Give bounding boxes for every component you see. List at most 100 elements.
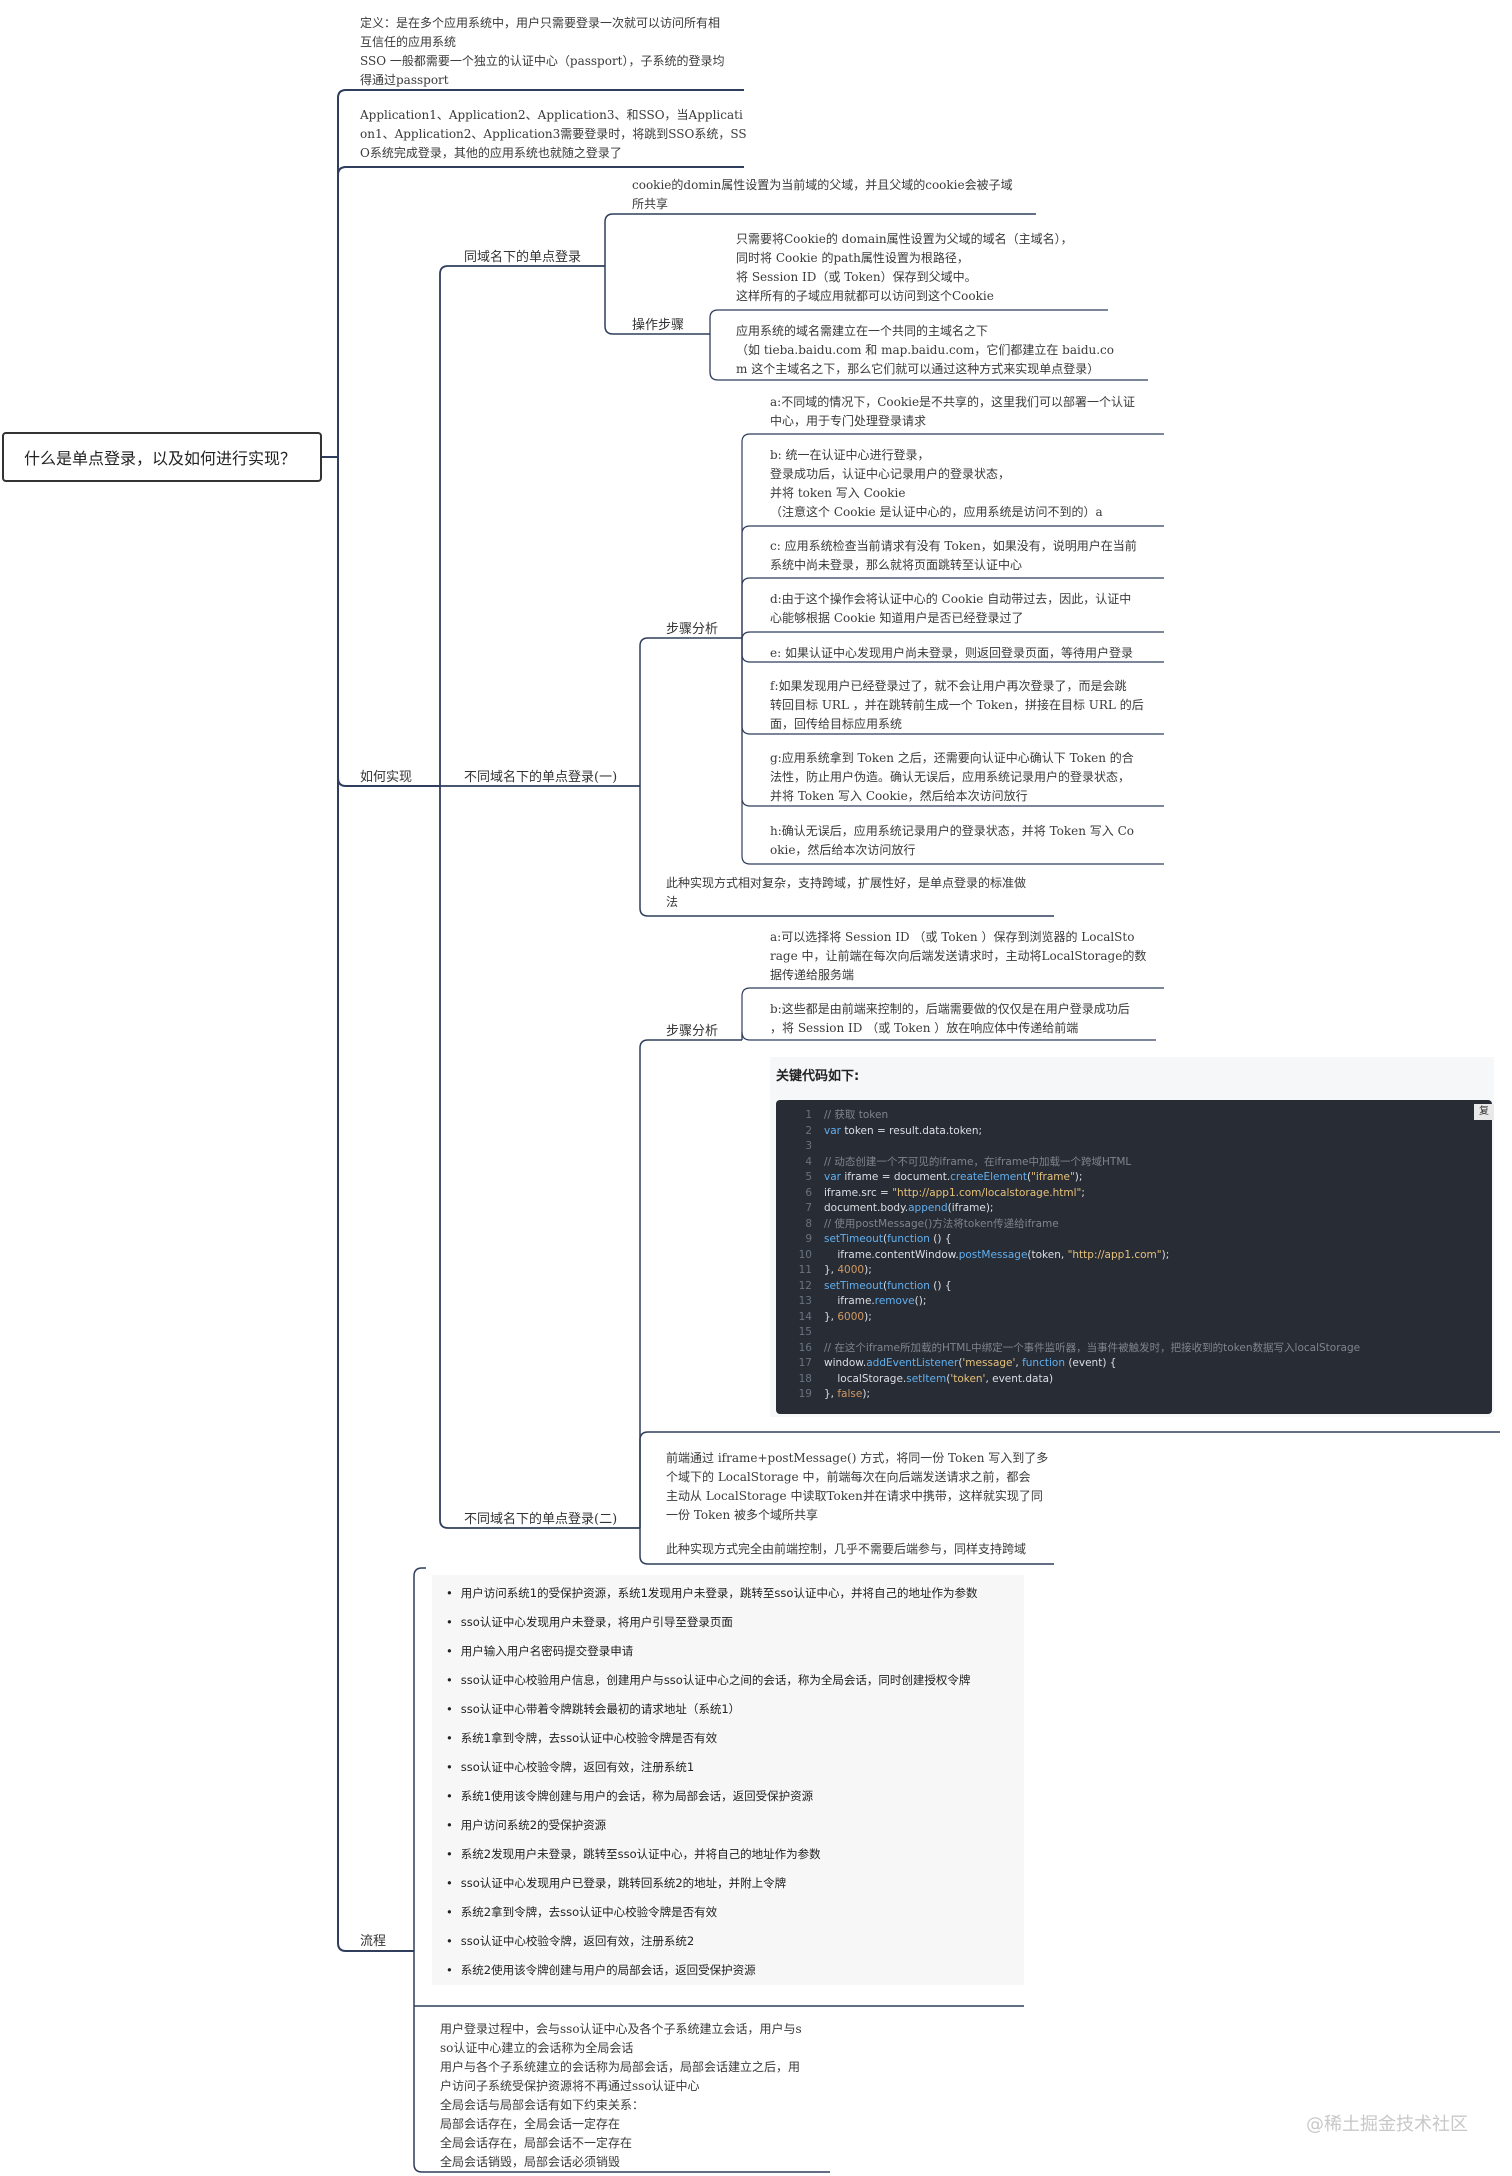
code-token: // 获取 token — [824, 1109, 889, 1121]
connector-line — [604, 266, 617, 335]
flow-step[interactable]: sso认证中心校验用户信息，创建用户与sso认证中心之间的会话，称为全局会话，同… — [446, 1672, 971, 1688]
flow-step[interactable]: 系统1拿到令牌，去sso认证中心校验令牌是否有效 — [446, 1730, 717, 1746]
code-token: window. — [824, 1357, 867, 1369]
code-token: ); — [862, 1388, 870, 1400]
code-line: 10 iframe.contentWindow.postMessage(toke… — [776, 1248, 1170, 1264]
line-number: 10 — [798, 1248, 812, 1261]
connector-line — [741, 631, 754, 641]
cross-domain-1-analysis-label[interactable]: 步骤分析 — [666, 622, 719, 637]
code-line: 8// 使用postMessage()方法将token传递给iframe — [776, 1217, 1058, 1233]
flow-step[interactable]: sso认证中心发现用户已登录，跳转回系统2的地址，并附上令牌 — [446, 1875, 786, 1891]
connector-line — [741, 987, 754, 1040]
code-token: ( — [882, 1279, 888, 1292]
code-token: 'message' — [962, 1357, 1016, 1369]
flow-step[interactable]: 系统2使用该令牌创建与用户的局部会话，返回受保护资源 — [446, 1962, 756, 1978]
code-token: // 在这个iframe所加载的HTML中绑定一个事件监听器，当事件被触发时，把… — [824, 1341, 1361, 1354]
code-token: remove — [874, 1295, 915, 1307]
cross-2-summary[interactable]: 此种实现方式完全由前端控制，几乎不需要后端参与，同样支持跨域 — [666, 1542, 1027, 1556]
line-number: 14 — [798, 1310, 812, 1323]
cross-1-step-h[interactable]: h:确认无误后，应用系统记录用户的登录状态，并将 Token 写入 Co oki… — [770, 824, 1135, 857]
code-token: iframe.src = — [824, 1186, 893, 1199]
code-token: setTimeout — [824, 1279, 883, 1292]
same-domain-step-1[interactable]: 只需要将Cookie的 domain属性设置为父域的域名（主域名）， 同时将 C… — [736, 232, 1073, 303]
code-token: append — [908, 1202, 948, 1214]
definition-node[interactable]: 定义：是在多个应用系统中，用户只需要登录一次就可以访问所有相 互信任的应用系统 … — [360, 16, 725, 87]
connector-line — [337, 457, 350, 1952]
connector-line — [741, 638, 754, 735]
line-number: 12 — [798, 1279, 812, 1292]
cross-1-step-d[interactable]: d:由于这个操作会将认证中心的 Cookie 自动带过去，因此，认证中 心能够根… — [770, 592, 1132, 625]
session-notes[interactable]: 用户登录过程中，会与sso认证中心及各个子系统建立会话，用户与s so认证中心建… — [440, 2022, 802, 2169]
cross-domain-2-analysis-label[interactable]: 步骤分析 — [666, 1024, 719, 1039]
cookie-domain-note[interactable]: cookie的domin属性设置为当前域的父域，并且父域的cookie会被子域 … — [632, 178, 1013, 211]
code-line: 4// 动态创建一个不可见的iframe，在iframe中加载一个跨域HTML — [776, 1155, 1131, 1171]
same-domain-label[interactable]: 同域名下的单点登录 — [464, 250, 582, 265]
code-token: ); — [1074, 1171, 1083, 1183]
example-node[interactable]: Application1、Application2、Application3、和… — [360, 108, 747, 160]
code-line: 16// 在这个iframe所加载的HTML中绑定一个事件监听器，当事件被触发时… — [776, 1341, 1360, 1357]
code-line: 15 — [776, 1325, 824, 1341]
code-token: (event) { — [1064, 1357, 1117, 1369]
copy-code-button[interactable]: 复 — [1474, 1104, 1494, 1120]
code-token: ( — [946, 1372, 951, 1385]
flow-step[interactable]: 系统1使用该令牌创建与用户的会话，称为局部会话，返回受保护资源 — [446, 1788, 813, 1804]
cross-2-explain[interactable]: 前端通过 iframe+postMessage() 方式，将同一份 Token … — [666, 1451, 1049, 1522]
code-token: "http://app1.com/localstorage.html" — [892, 1186, 1082, 1199]
cross-2-step-a[interactable]: a:可以选择将 Session ID （或 Token ）保存到浏览器的 Loc… — [770, 930, 1147, 982]
connector-line — [741, 433, 754, 638]
same-domain-step-2[interactable]: 应用系统的域名需建立在一个共同的主域名之下 （如 tieba.baidu.com… — [736, 324, 1114, 376]
flow-panel — [432, 1575, 1024, 1985]
flow-step[interactable]: sso认证中心校验令牌，返回有效，注册系统2 — [446, 1933, 694, 1949]
cross-1-step-g[interactable]: g:应用系统拿到 Token 之后，还需要向认证中心确认下 Token 的合 法… — [770, 751, 1134, 803]
how-to-implement-label[interactable]: 如何实现 — [360, 770, 413, 785]
cross-2-step-b[interactable]: b:这些都是由前端来控制的，后端需要做的仅仅是在用户登录成功后 ，将 Sessi… — [770, 1002, 1130, 1035]
connector-line — [337, 457, 350, 787]
cross-domain-2-label[interactable]: 不同域名下的单点登录(二) — [464, 1512, 618, 1527]
line-number: 5 — [805, 1171, 812, 1183]
cross-1-step-e[interactable]: e: 如果认证中心发现用户尚未登录，则返回登录页面，等待用户登录 — [770, 646, 1133, 660]
same-domain-steps-label[interactable]: 操作步骤 — [632, 318, 685, 333]
cross-1-step-c[interactable]: c: 应用系统检查当前请求有没有 Token，如果没有，说明用户在当前 系统中尚… — [770, 539, 1137, 572]
connector-line — [639, 1039, 652, 1528]
code-token: "iframe" — [1031, 1171, 1075, 1183]
code-token: setTimeout — [824, 1233, 883, 1245]
line-number: 9 — [805, 1233, 812, 1245]
line-number: 4 — [805, 1155, 812, 1168]
connector-line — [741, 638, 754, 663]
flow-step[interactable]: 系统2发现用户未登录，跳转至sso认证中心，并将自己的地址作为参数 — [446, 1846, 821, 1862]
connector-line — [439, 265, 452, 786]
flow-step[interactable]: 用户访问系统2的受保护资源 — [446, 1817, 606, 1833]
flow-step[interactable]: 用户输入用户名密码提交登录申请 — [446, 1643, 634, 1659]
code-token: setItem — [906, 1372, 947, 1385]
line-number: 13 — [798, 1295, 812, 1307]
code-line: 11}, 4000); — [776, 1263, 872, 1279]
connector-line — [639, 1431, 652, 1528]
root-topic[interactable]: 什么是单点登录，以及如何进行实现？ — [2, 432, 322, 482]
code-line: 3 — [776, 1139, 824, 1155]
line-number: 17 — [798, 1357, 812, 1369]
cross-1-summary[interactable]: 此种实现方式相对复杂，支持跨域，扩展性好，是单点登录的标准做 法 — [666, 876, 1027, 909]
flow-step[interactable]: sso认证中心发现用户未登录，将用户引导至登录页面 — [446, 1614, 733, 1630]
flow-step[interactable]: sso认证中心校验令牌，返回有效，注册系统1 — [446, 1759, 694, 1775]
cross-domain-1-label[interactable]: 不同域名下的单点登录(一) — [464, 770, 618, 785]
line-number: 3 — [805, 1140, 812, 1152]
cross-1-step-a[interactable]: a:不同域的情况下，Cookie是不共享的，这里我们可以部署一个认证 中心，用于… — [770, 395, 1136, 428]
cross-1-step-f[interactable]: f:如果发现用户已经登录过了，就不会让用户再次登录了，而是会跳 转回目标 URL… — [770, 679, 1144, 731]
code-token: function — [887, 1279, 930, 1292]
flow-step[interactable]: 用户访问系统1的受保护资源，系统1发现用户未登录，跳转至sso认证中心，并将自己… — [446, 1585, 978, 1601]
code-token: 'token' — [950, 1372, 986, 1385]
code-token: (token, — [1027, 1248, 1068, 1261]
flow-step[interactable]: sso认证中心带着令牌跳转会最初的请求地址（系统1） — [446, 1701, 740, 1717]
flow-step[interactable]: 系统2拿到令牌，去sso认证中心校验令牌是否有效 — [446, 1904, 717, 1920]
code-token: ( — [958, 1357, 963, 1369]
code-token: ; — [1081, 1186, 1085, 1199]
flow-label[interactable]: 流程 — [360, 1934, 387, 1949]
code-token: ( — [882, 1233, 888, 1245]
code-token: , — [1015, 1357, 1023, 1369]
cross-1-step-b[interactable]: b: 统一在认证中心进行登录， 登录成功后，认证中心记录用户的登录状态， 并将 … — [770, 448, 1103, 519]
line-number: 18 — [798, 1372, 812, 1385]
